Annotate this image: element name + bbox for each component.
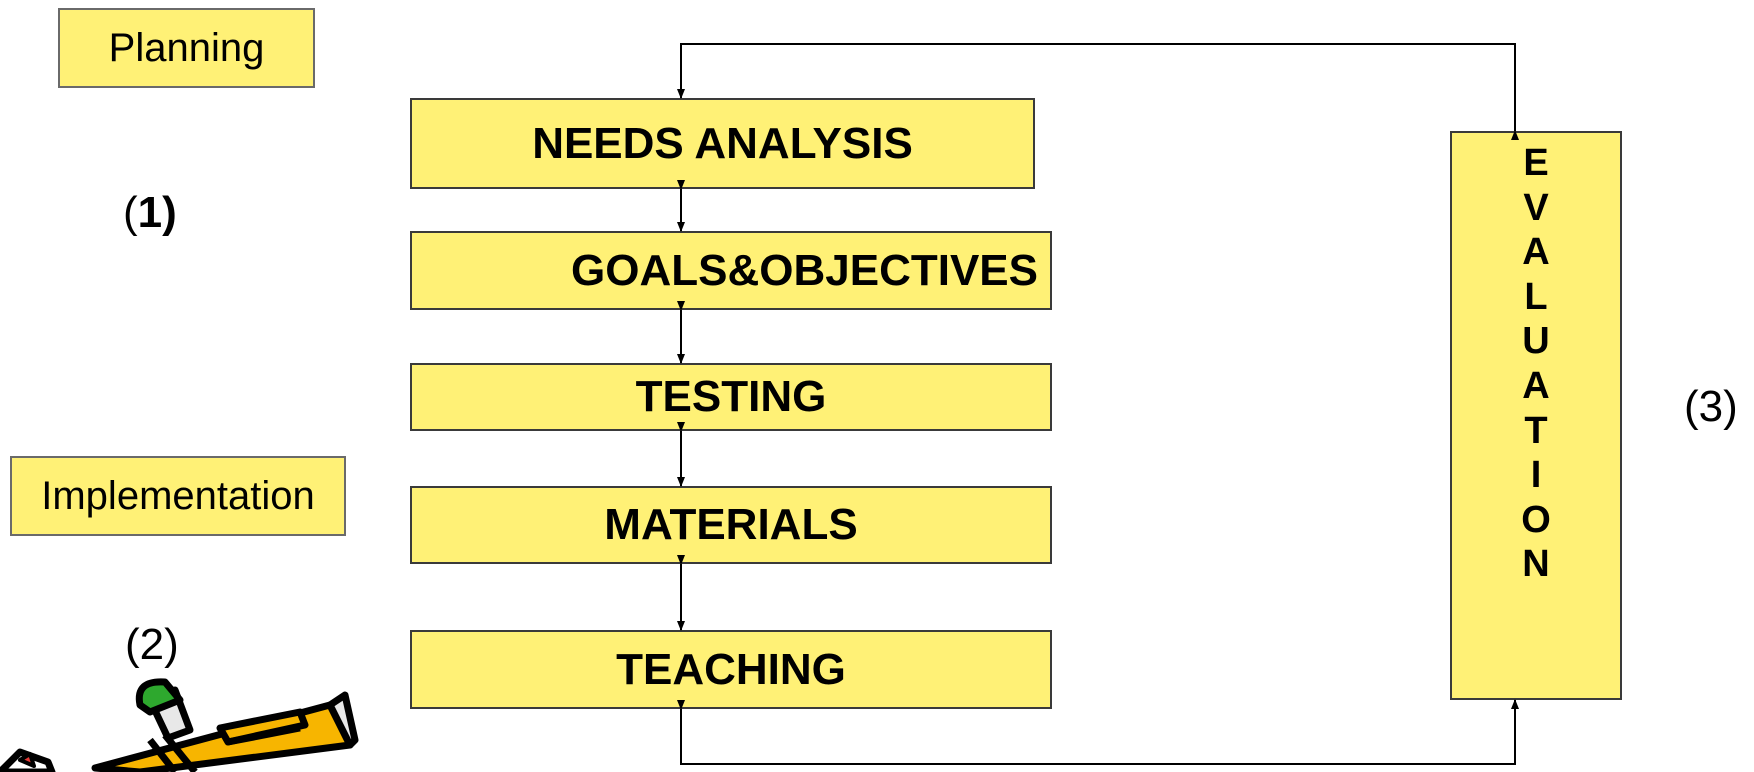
evaluation-letter: A [1522, 364, 1550, 407]
implementation-text: Implementation [41, 473, 315, 518]
goals-objectives-text: GOALS&OBJECTIVES [571, 245, 1038, 295]
evaluation-letters: E V A L U A T I O N [1452, 141, 1620, 587]
evaluation-letter: A [1522, 231, 1550, 274]
feedback-line-top [677, 43, 1519, 140]
evaluation-letter: N [1522, 543, 1550, 586]
goals-objectives-box: GOALS&OBJECTIVES [410, 231, 1052, 310]
evaluation-letter: E [1523, 142, 1549, 184]
teaching-text: TEACHING [616, 644, 846, 694]
testing-box: TESTING [410, 363, 1052, 431]
testing-text: TESTING [635, 372, 827, 421]
evaluation-letter: V [1523, 186, 1549, 229]
evaluation-letter: T [1524, 409, 1548, 452]
implementation-label: Implementation [10, 456, 346, 536]
feedback-line-bottom [677, 699, 1519, 765]
evaluation-letter: O [1521, 498, 1551, 541]
marker-2: (2) [125, 620, 179, 669]
materials-text: MATERIALS [604, 500, 858, 549]
evaluation-letter: U [1522, 320, 1550, 363]
teaching-box: TEACHING [410, 630, 1052, 709]
planning-text: Planning [108, 25, 265, 70]
evaluation-box: E V A L U A T I O N [1450, 131, 1622, 700]
planning-label: Planning [58, 8, 315, 88]
evaluation-letter: L [1524, 275, 1548, 318]
evaluation-letter: I [1530, 454, 1542, 497]
marker-3: (3) [1684, 382, 1738, 431]
materials-box: MATERIALS [410, 486, 1052, 564]
marker-1: (1) [123, 188, 177, 237]
